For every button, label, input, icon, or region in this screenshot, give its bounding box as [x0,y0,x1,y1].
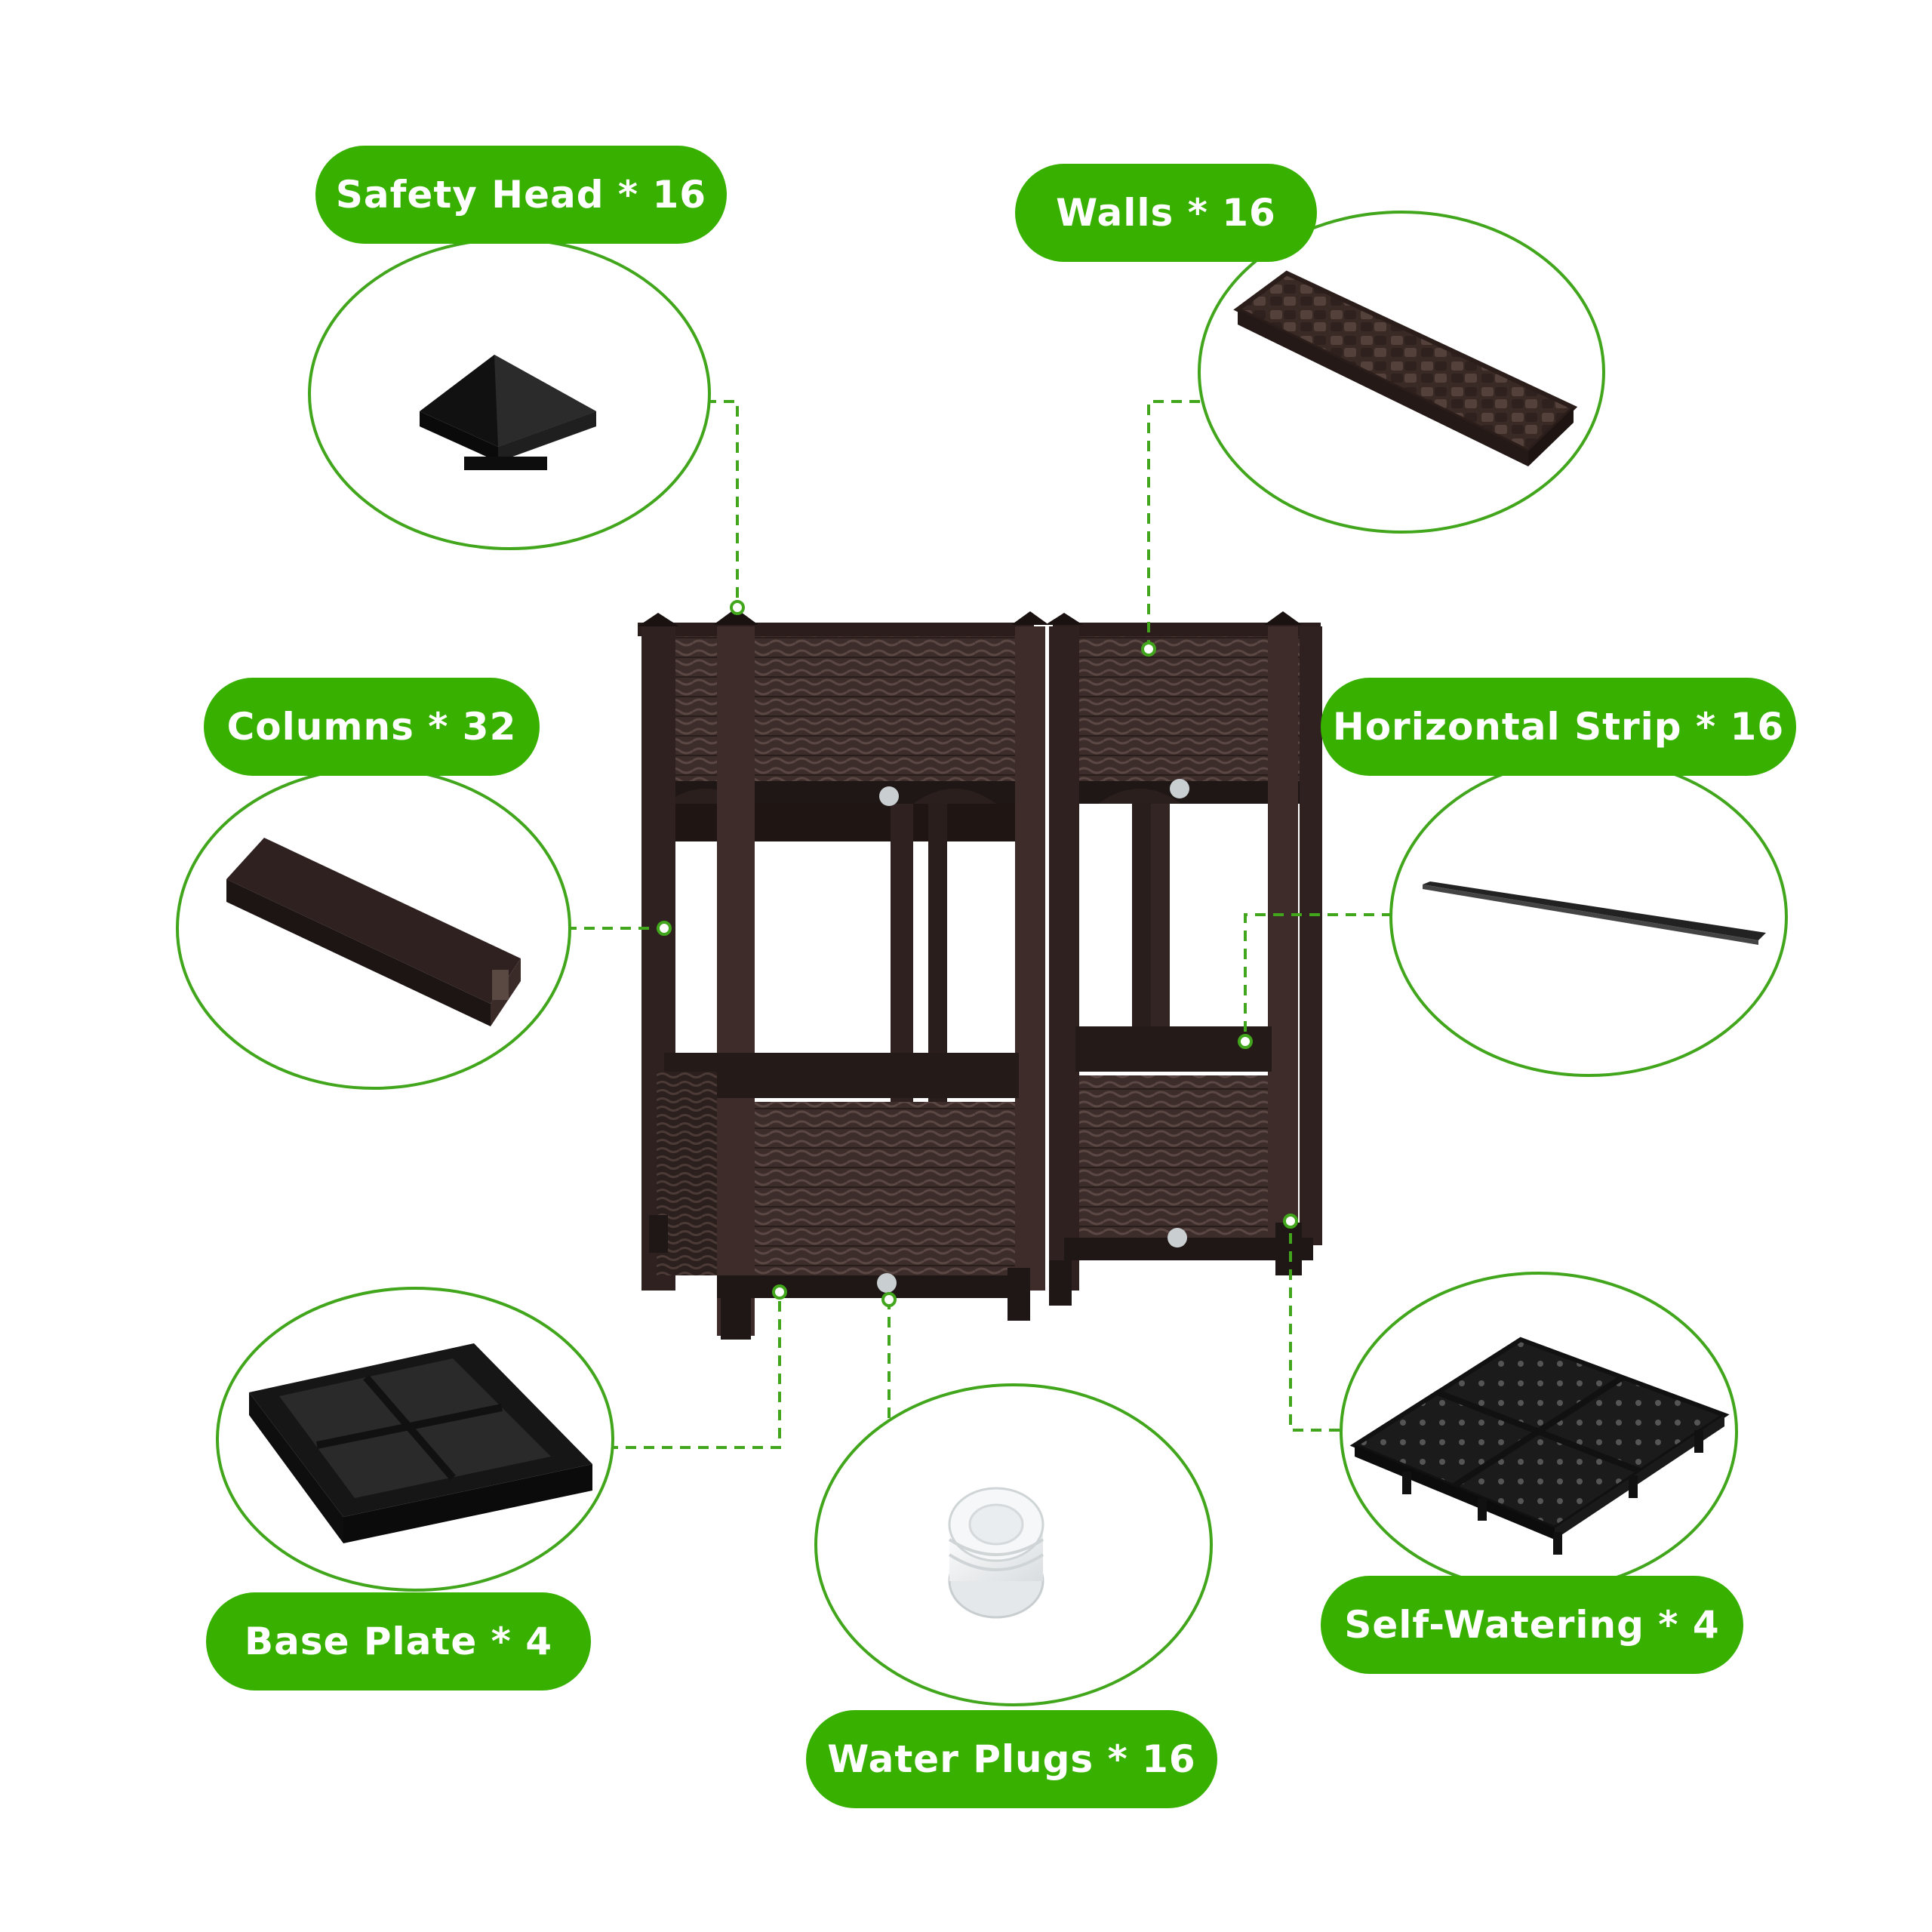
column-post-icon [226,838,521,1026]
connector-base-plate [608,1292,781,1449]
label-columns: Columns * 32 [204,678,540,776]
connector-walls [1147,400,1200,649]
connector-safety-head [706,400,739,608]
label-safety-head: Safety Head * 16 [315,146,727,244]
planter-illustration [638,608,1322,1340]
connector-dots [657,600,1298,1307]
connector-horizontal-strip [1244,913,1392,1041]
label-water-plugs: Water Plugs * 16 [806,1710,1217,1808]
label-walls: Walls * 16 [1015,164,1317,262]
watering-tray-icon [1349,1337,1730,1555]
label-base-plate: Base Plate * 4 [206,1592,591,1690]
wicker-panel-icon [1233,270,1578,466]
ring-horizontal-strip [1389,757,1788,1077]
planter-top-wall-left [641,634,1026,785]
label-self-watering: Self-Watering * 4 [1321,1576,1743,1674]
water-plug-icon [948,1487,1044,1619]
pyramid-cap-icon [420,355,596,470]
strip-bar-icon [1423,881,1766,945]
planter-bottom-wall-right [1079,1075,1268,1241]
base-plate-icon [249,1343,592,1543]
label-horizontal-strip: Horizontal Strip * 16 [1321,678,1796,776]
connector-self-watering [1289,1221,1340,1432]
planter-bottom-wall-left [755,1102,1015,1275]
